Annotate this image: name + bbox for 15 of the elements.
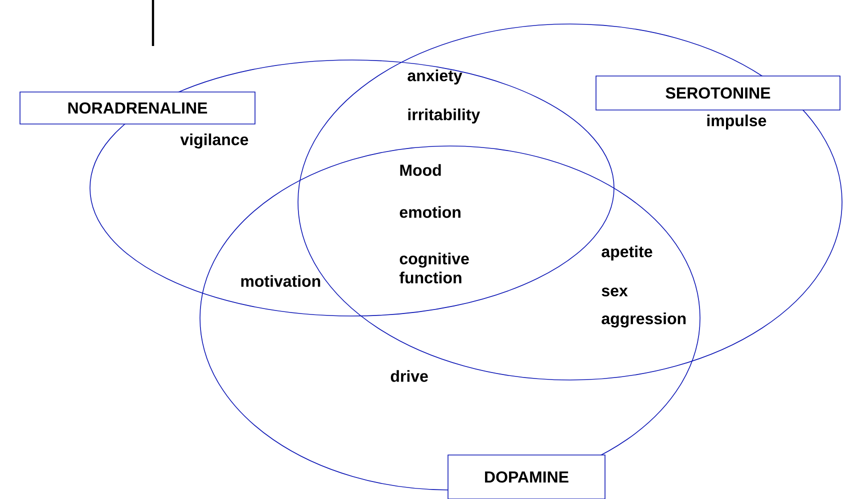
- label-box: SEROTONINE: [596, 76, 840, 110]
- region-label: drive: [390, 370, 428, 382]
- region-label: anxiety: [408, 70, 462, 84]
- region-label: impulse: [707, 114, 766, 130]
- region-label: sex: [602, 288, 628, 296]
- region-label: motivation: [241, 275, 320, 287]
- region-label: cognitive function: [399, 252, 469, 284]
- label-box: DOPAMINE: [448, 454, 606, 499]
- region-label: vigilance: [180, 134, 248, 148]
- region-label: apetite: [602, 246, 652, 260]
- region-label: irritability: [408, 108, 480, 124]
- region-label: aggression: [602, 312, 686, 328]
- region-label: emotion: [400, 206, 460, 218]
- label-box: NORADRENALINE: [20, 92, 256, 124]
- region-label: Mood: [400, 164, 441, 176]
